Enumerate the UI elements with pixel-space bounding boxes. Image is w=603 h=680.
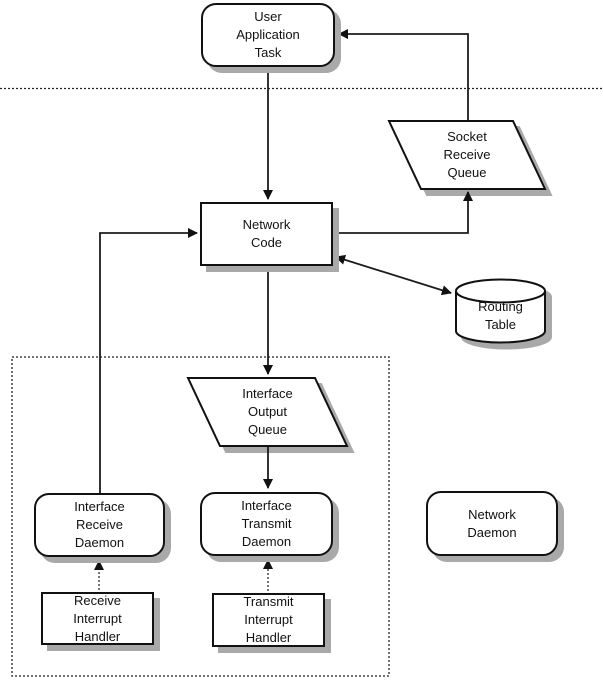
- node-label-line: Handler: [245, 630, 292, 645]
- connector-receivedaemon-to-networkcode: [99, 228, 198, 493]
- node-label-line: Daemon: [241, 534, 292, 549]
- node-label-line: Transmit: [243, 594, 294, 609]
- node-label-line: Application: [236, 27, 300, 42]
- node-label-line: Interface: [241, 498, 292, 513]
- node-label-line: Handler: [74, 628, 121, 644]
- node-label-line: Transmit: [241, 516, 292, 531]
- node-interface-transmit-daemon: Interface Transmit Daemon: [200, 492, 333, 556]
- node-label-line: Interrupt: [244, 612, 293, 627]
- node-label-line: Network: [242, 217, 291, 232]
- node-label-line: Interface: [74, 499, 125, 514]
- socket-receive-queue-shape: [387, 120, 547, 190]
- node-label-line: Interrupt: [73, 610, 122, 626]
- node-label-line: Task: [254, 45, 282, 60]
- node-label-line: Receive: [74, 592, 121, 608]
- node-network-daemon: Network Daemon: [426, 491, 558, 556]
- node-label-line: Network: [468, 506, 516, 522]
- connector-socketqueue-to-task: [338, 29, 469, 121]
- node-transmit-interrupt-handler: Transmit Interrupt Handler: [212, 593, 325, 647]
- node-label-line: Receive: [76, 517, 123, 532]
- connector-networkcode-routingtable: [335, 254, 452, 296]
- node-label-line: User: [254, 9, 282, 24]
- node-network-code: Network Code: [200, 202, 333, 266]
- node-user-application-task: User Application Task: [201, 3, 335, 67]
- node-label-line: Daemon: [467, 524, 517, 540]
- routing-table-cylinder-body: [455, 291, 546, 344]
- connector-networkcode-to-socketqueue: [333, 191, 473, 234]
- interface-output-queue-shape: [186, 377, 349, 447]
- routing-table-cylinder-top: [455, 278, 546, 304]
- node-receive-interrupt-handler: Receive Interrupt Handler: [41, 592, 154, 645]
- node-label-line: Code: [250, 235, 283, 250]
- node-interface-receive-daemon: Interface Receive Daemon: [34, 493, 165, 557]
- node-label-line: Daemon: [74, 535, 125, 550]
- interface-layer-boundary: [11, 356, 390, 677]
